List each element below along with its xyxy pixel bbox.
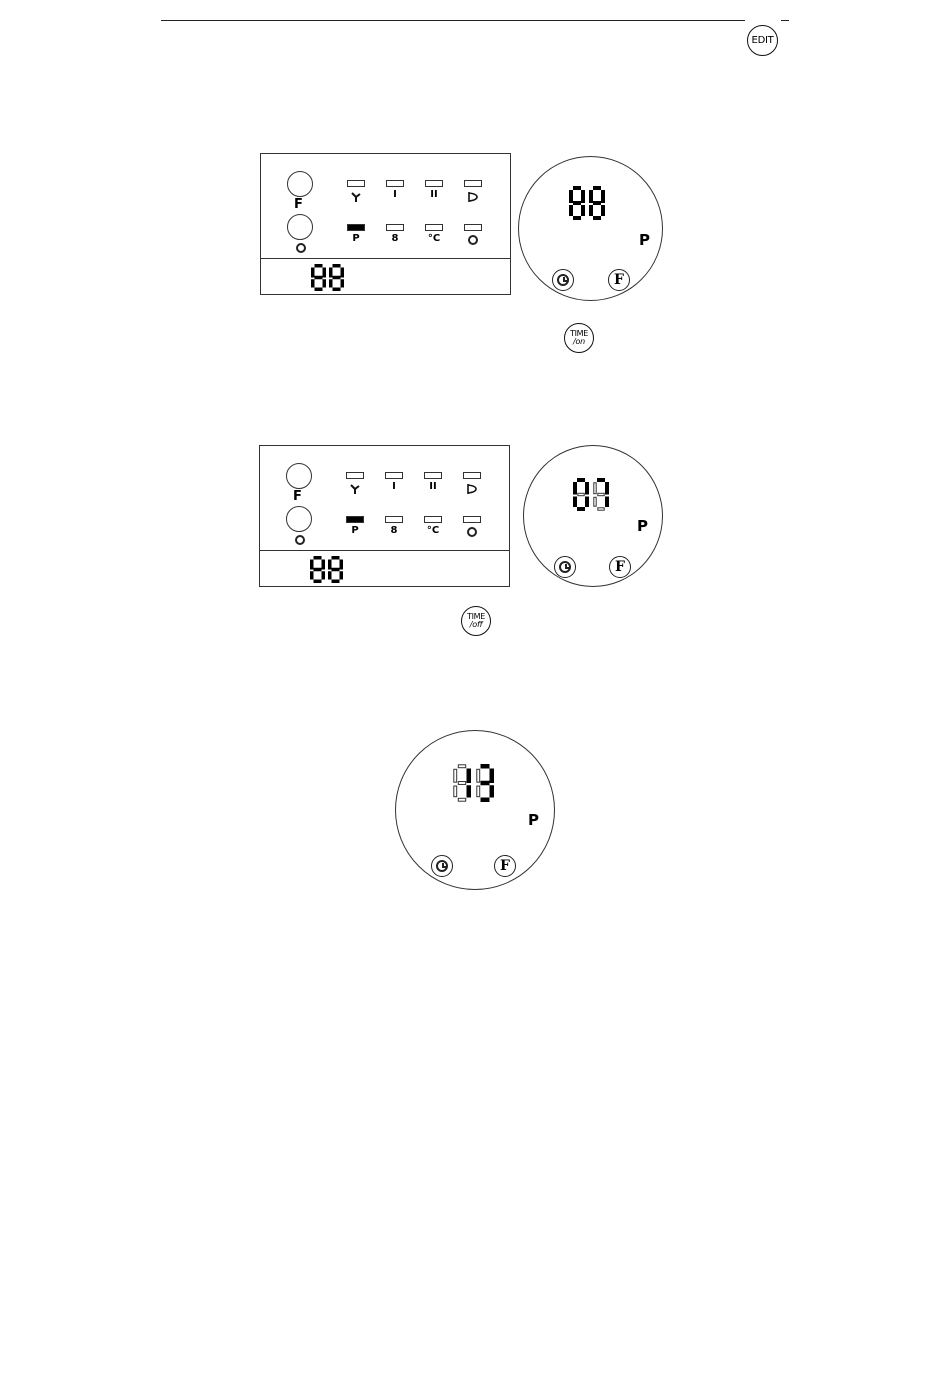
f-knob-label: F	[294, 197, 303, 212]
indicator-label-top-2: II	[424, 481, 442, 492]
indicator-led-bottom-0	[346, 516, 364, 523]
disc-seven-segment-digits	[573, 478, 609, 516]
indicator-led-top-2	[425, 180, 443, 187]
f-knob-label: F	[293, 489, 302, 504]
f-knob	[286, 463, 312, 489]
f-knob	[287, 171, 313, 197]
indicator-led-top-3	[464, 180, 482, 187]
time-on-button-icon: TIME /on	[564, 323, 594, 353]
indicator-label-bottom-2: °C	[424, 525, 442, 536]
fan-icon	[350, 191, 362, 203]
indicator-label-bottom-0: P	[346, 525, 364, 536]
f-function-label: F	[500, 858, 510, 874]
timer-clock-icon	[431, 855, 453, 877]
panel-seven-segment-display	[311, 264, 344, 296]
time-on-line2: /on	[573, 338, 585, 346]
f-function-label: F	[615, 559, 625, 575]
clock-icon	[468, 235, 478, 245]
panel-seven-segment-display	[310, 556, 343, 588]
timer-knob	[286, 506, 312, 532]
indicator-label-top-1: I	[385, 481, 403, 492]
timer-knob	[287, 214, 313, 240]
indicator-label-top-2: II	[425, 189, 443, 200]
disc-seven-segment-digits	[453, 764, 494, 807]
fan-icon	[349, 483, 361, 495]
indicator-label-top-1: I	[386, 189, 404, 200]
header-rule-gap	[745, 16, 781, 24]
panel-divider	[261, 258, 510, 259]
indicator-led-top-1	[386, 180, 404, 187]
f-function-label: F	[614, 272, 624, 288]
indicator-led-bottom-1	[386, 224, 404, 231]
clock-icon	[296, 243, 306, 253]
indicator-led-top-0	[347, 180, 365, 187]
swing-icon	[467, 191, 479, 203]
clock-icon	[467, 527, 477, 537]
panel-divider	[260, 550, 509, 551]
edit-icon: EDIT	[747, 25, 778, 56]
clock-icon	[295, 535, 305, 545]
indicator-led-top-0	[346, 472, 364, 479]
f-function-icon: F	[494, 855, 516, 877]
program-indicator: P	[637, 517, 648, 535]
indicator-led-top-1	[385, 472, 403, 479]
time-off-line2: /off	[470, 621, 482, 629]
indicator-led-bottom-2	[425, 224, 443, 231]
edit-icon-label: EDIT	[752, 35, 774, 46]
timer-clock-icon	[552, 269, 574, 291]
indicator-label-bottom-2: °C	[425, 233, 443, 244]
indicator-led-bottom-3	[463, 516, 481, 523]
indicator-led-bottom-0	[347, 224, 365, 231]
indicator-led-bottom-1	[385, 516, 403, 523]
disc-seven-segment-digits	[569, 186, 605, 225]
f-function-icon: F	[609, 556, 631, 578]
indicator-led-bottom-3	[464, 224, 482, 231]
program-indicator: P	[528, 811, 539, 829]
indicator-led-top-3	[463, 472, 481, 479]
time-off-button-icon: TIME /off	[461, 606, 491, 636]
f-function-icon: F	[608, 269, 630, 291]
timer-clock-icon	[554, 556, 576, 578]
program-indicator: P	[639, 231, 650, 249]
header-rule	[161, 20, 789, 21]
indicator-label-bottom-1: 8	[385, 525, 403, 536]
indicator-led-top-2	[424, 472, 442, 479]
indicator-label-bottom-0: P	[347, 233, 365, 244]
indicator-label-bottom-1: 8	[386, 233, 404, 244]
indicator-led-bottom-2	[424, 516, 442, 523]
swing-icon	[466, 483, 478, 495]
